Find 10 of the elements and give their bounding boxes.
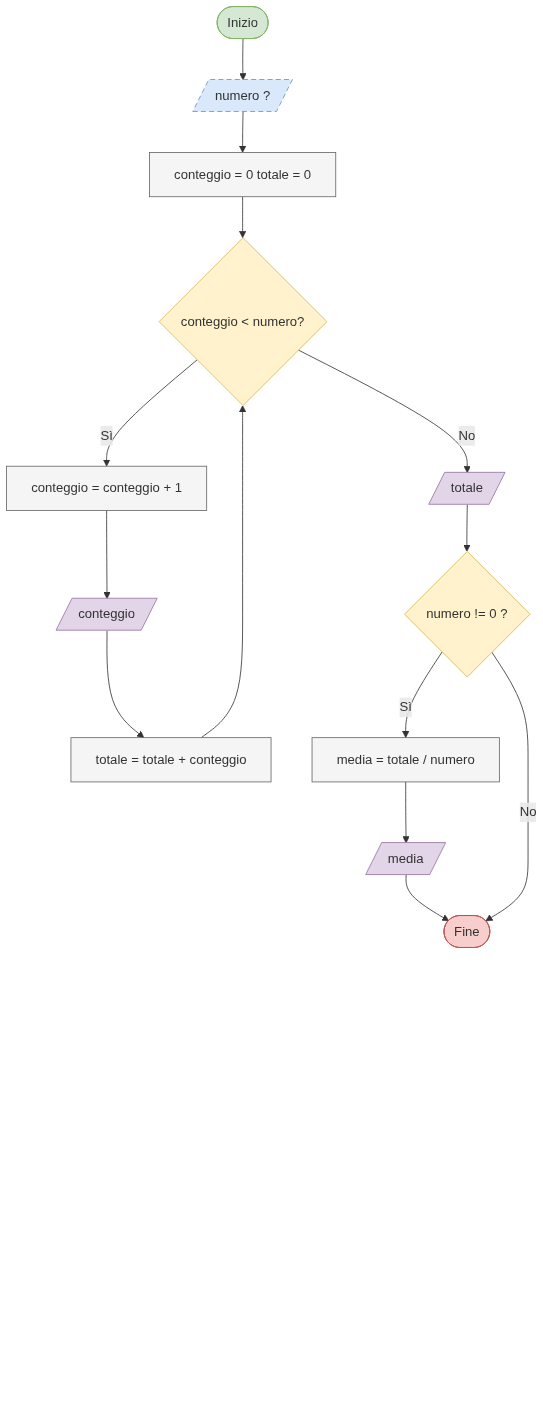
edge-label: No	[458, 428, 476, 443]
node-box: conteggio = 0 totale = 0	[149, 152, 337, 198]
node-box: totale = totale + conteggio	[70, 737, 272, 783]
node-box: conteggio = conteggio + 1	[6, 465, 208, 511]
node-diamond: conteggio < numero?	[158, 237, 328, 406]
edge-label: No	[519, 804, 537, 819]
edge-label: Sì	[399, 699, 412, 714]
node-diamond: numero != 0 ?	[404, 551, 531, 678]
edge-label: Sì	[100, 428, 113, 443]
node-box: media = totale / numero	[311, 737, 500, 783]
